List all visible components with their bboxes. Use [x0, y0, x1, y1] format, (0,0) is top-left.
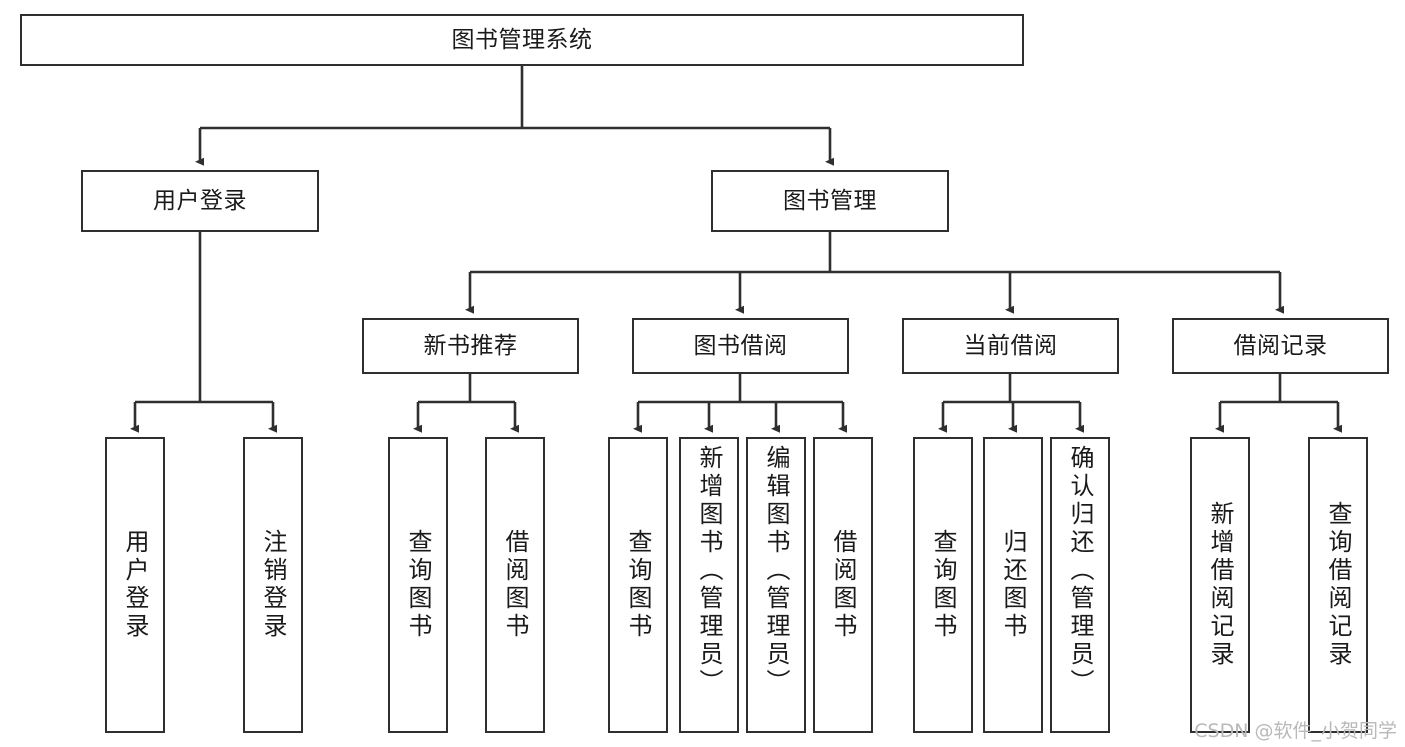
- node-leaf-query-book-label: 查询图书: [624, 529, 652, 641]
- node-leaf-logout[interactable]: 注销登录: [243, 437, 303, 733]
- node-leaf-return-book[interactable]: 归还图书: [983, 437, 1043, 733]
- node-leaf-borrow-book[interactable]: 借阅图书: [813, 437, 873, 733]
- node-leaf-query-book[interactable]: 查询图书: [608, 437, 668, 733]
- node-user-login[interactable]: 用户登录: [81, 170, 319, 232]
- node-book-borrow-label: 图书借阅: [693, 332, 788, 359]
- node-borrow-record[interactable]: 借阅记录: [1172, 318, 1389, 374]
- node-current-borrow[interactable]: 当前借阅: [902, 318, 1119, 374]
- node-borrow-record-label: 借阅记录: [1233, 332, 1328, 359]
- node-leaf-confirm-return[interactable]: 确认归还（管理员）: [1050, 437, 1110, 733]
- node-user-login-label: 用户登录: [153, 187, 247, 214]
- node-current-borrow-label: 当前借阅: [963, 332, 1058, 359]
- node-leaf-borrow-book-label: 借阅图书: [829, 529, 857, 641]
- node-leaf-return-book-label: 归还图书: [999, 529, 1027, 641]
- node-leaf-edit-book[interactable]: 编辑图书（管理员）: [746, 437, 806, 733]
- node-leaf-query-book-rec-label: 查询图书: [404, 529, 432, 641]
- node-leaf-add-book[interactable]: 新增图书（管理员）: [679, 437, 739, 733]
- node-leaf-confirm-return-label: 确认归还（管理员）: [1066, 445, 1094, 697]
- node-leaf-user-login-label: 用户登录: [121, 529, 149, 641]
- node-leaf-query-record-label: 查询借阅记录: [1324, 501, 1352, 669]
- node-leaf-edit-book-label: 编辑图书（管理员）: [762, 445, 790, 697]
- node-leaf-add-record-label: 新增借阅记录: [1206, 501, 1234, 669]
- node-new-book-rec-label: 新书推荐: [423, 332, 518, 359]
- node-leaf-logout-label: 注销登录: [259, 529, 287, 641]
- node-new-book-rec[interactable]: 新书推荐: [362, 318, 579, 374]
- node-root[interactable]: 图书管理系统: [20, 14, 1024, 66]
- node-leaf-user-login[interactable]: 用户登录: [105, 437, 165, 733]
- node-book-manage-label: 图书管理: [783, 187, 877, 214]
- node-leaf-borrow-book-rec[interactable]: 借阅图书: [485, 437, 545, 733]
- node-leaf-add-record[interactable]: 新增借阅记录: [1190, 437, 1250, 733]
- node-root-label: 图书管理系统: [451, 26, 593, 53]
- node-leaf-query-record[interactable]: 查询借阅记录: [1308, 437, 1368, 733]
- node-book-manage[interactable]: 图书管理: [711, 170, 949, 232]
- node-leaf-borrow-book-rec-label: 借阅图书: [501, 529, 529, 641]
- node-leaf-query-book-cur-label: 查询图书: [929, 529, 957, 641]
- node-book-borrow[interactable]: 图书借阅: [632, 318, 849, 374]
- node-leaf-query-book-cur[interactable]: 查询图书: [913, 437, 973, 733]
- watermark: CSDN @软件_小贺同学: [1194, 720, 1397, 742]
- node-leaf-add-book-label: 新增图书（管理员）: [695, 445, 723, 697]
- node-leaf-query-book-rec[interactable]: 查询图书: [388, 437, 448, 733]
